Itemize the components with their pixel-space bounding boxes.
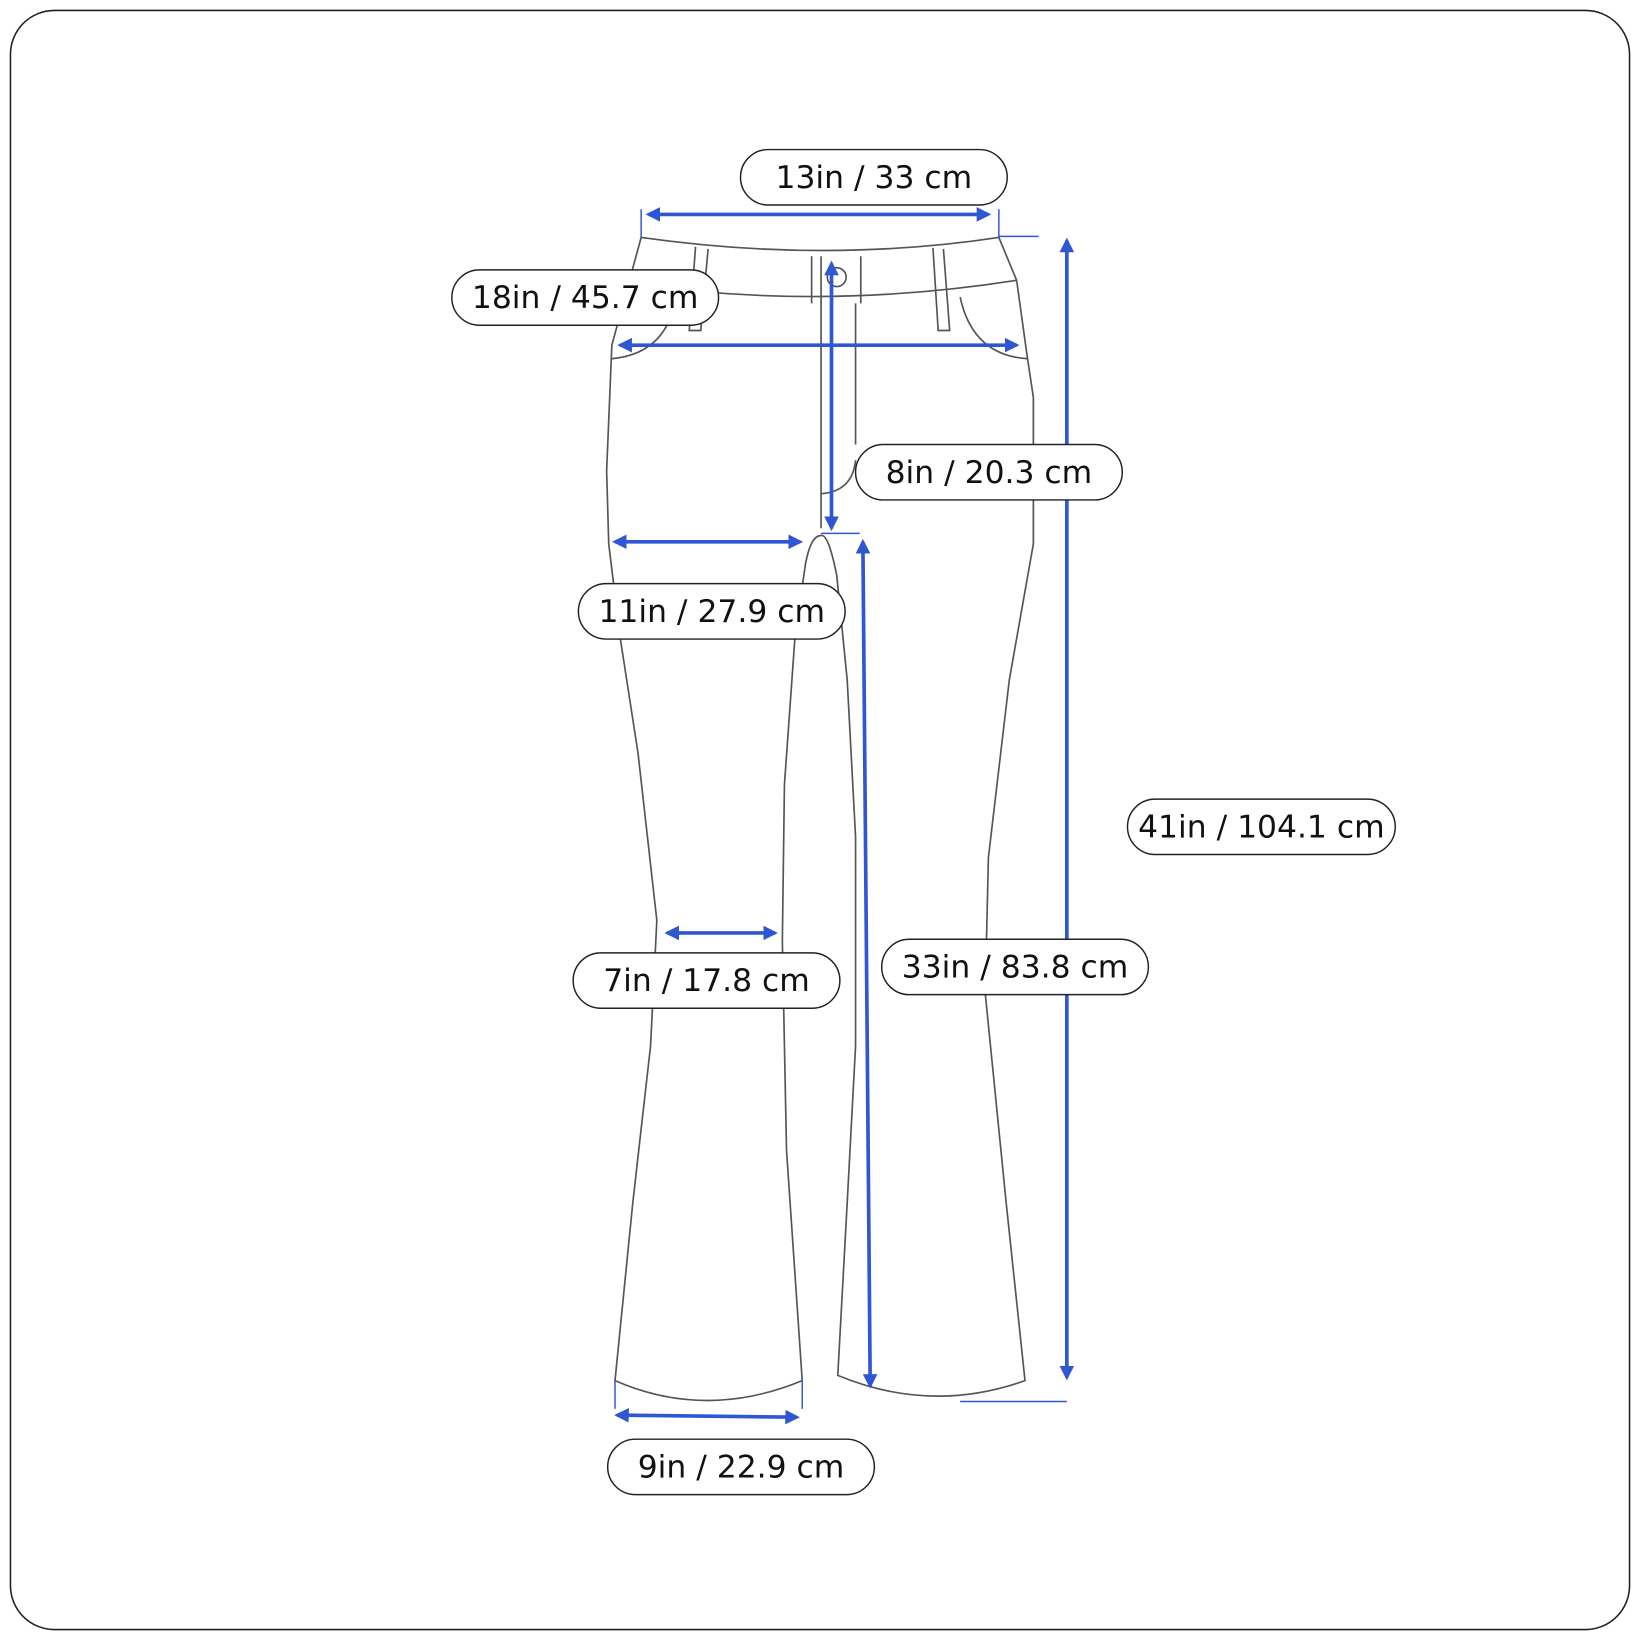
svg-text:11in / 27.9 cm: 11in / 27.9 cm	[598, 594, 825, 630]
svg-text:41in / 104.1 cm: 41in / 104.1 cm	[1138, 809, 1385, 845]
svg-text:8in / 20.3 cm: 8in / 20.3 cm	[886, 455, 1093, 491]
hip-label: 18in / 45.7 cm	[451, 269, 720, 327]
knee-label: 7in / 17.8 cm	[572, 952, 841, 1009]
leg-opening-label: 9in / 22.9 cm	[606, 1438, 876, 1496]
card-frame	[9, 9, 1631, 1631]
length-label: 41in / 104.1 cm	[1126, 798, 1396, 856]
inseam-label: 33in / 83.8 cm	[880, 938, 1150, 996]
waistband-tab	[810, 256, 862, 304]
rise-label: 8in / 20.3 cm	[854, 443, 1124, 501]
svg-text:18in / 45.7 cm: 18in / 45.7 cm	[472, 280, 699, 316]
dimension-lines	[612, 207, 1075, 1425]
svg-text:9in / 22.9 cm: 9in / 22.9 cm	[638, 1449, 845, 1485]
leg-opening-arrow	[614, 1407, 800, 1425]
inseam-arrow	[855, 538, 878, 1389]
svg-text:33in / 83.8 cm: 33in / 83.8 cm	[902, 949, 1129, 985]
waist-label: 13in / 33 cm	[739, 148, 1008, 206]
jeans-body	[605, 236, 1035, 1402]
svg-text:7in / 17.8 cm: 7in / 17.8 cm	[603, 963, 810, 999]
svg-text:13in / 33 cm: 13in / 33 cm	[776, 160, 973, 196]
thigh-label: 11in / 27.9 cm	[577, 582, 846, 640]
belt-loop-right	[932, 247, 951, 332]
